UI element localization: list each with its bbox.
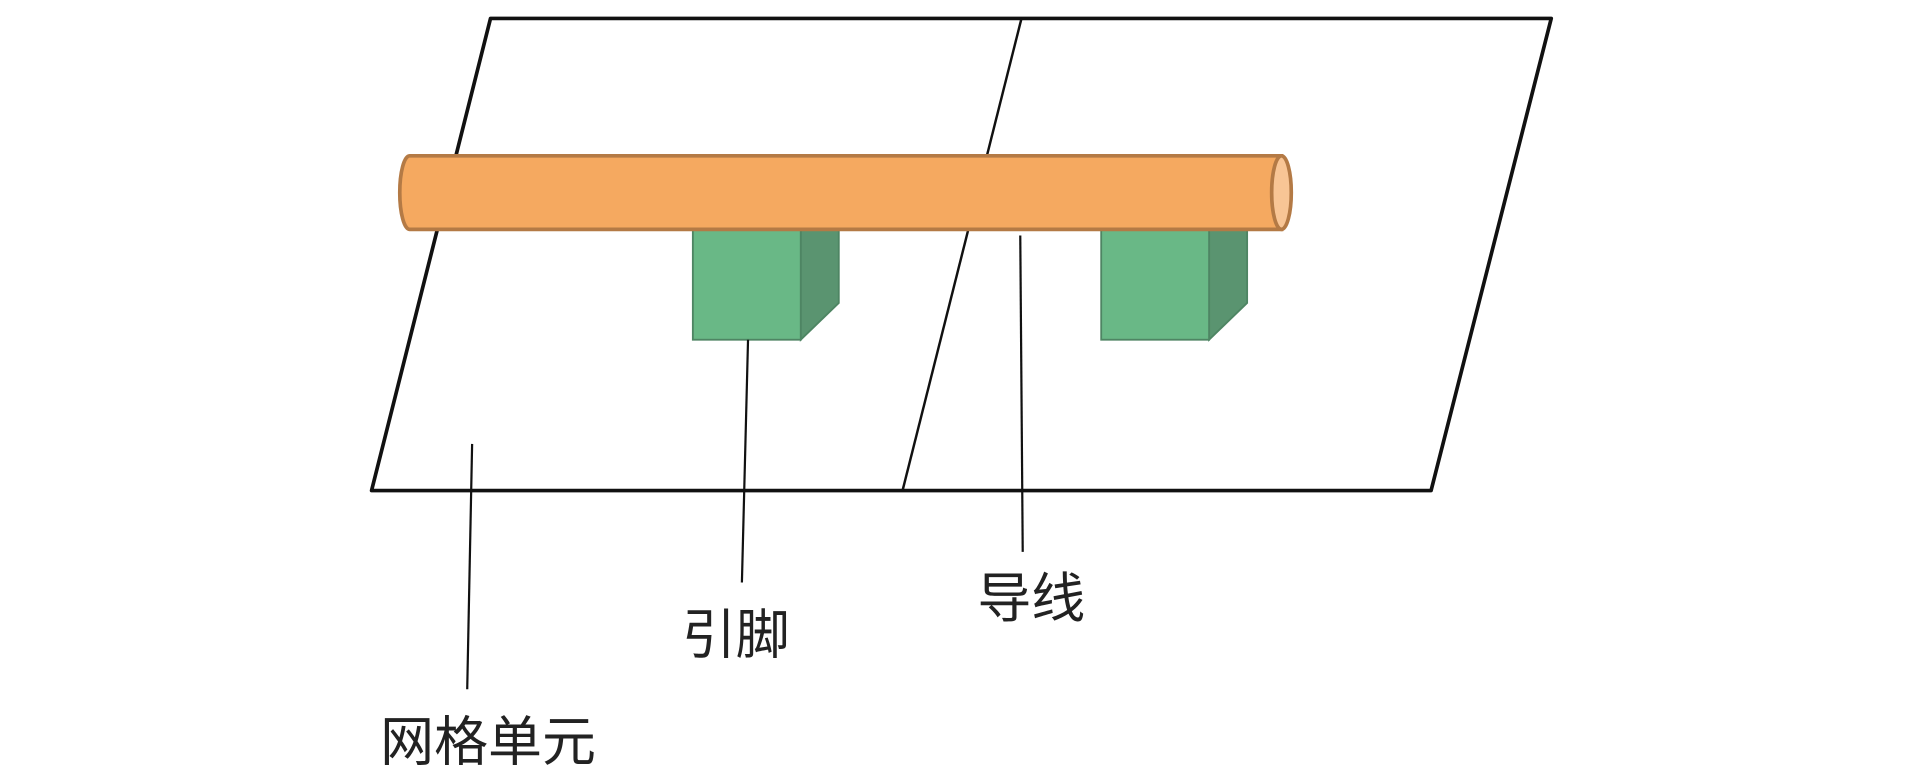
- wire-end-cap: [1269, 153, 1294, 232]
- left-pin: [691, 225, 840, 342]
- pin-leader-line: [740, 339, 750, 583]
- pin-label: 引脚: [682, 604, 790, 667]
- wire-body: [397, 153, 1284, 232]
- right-pin-front: [1100, 225, 1211, 341]
- grid-divider-line: [901, 18, 1023, 491]
- left-pin-front: [691, 225, 802, 341]
- grid-cell-label: 网格单元: [380, 710, 596, 773]
- wire-label: 导线: [977, 567, 1085, 630]
- right-pin: [1100, 225, 1249, 342]
- wire-cylinder: [397, 153, 1294, 232]
- wire-leader-line: [1019, 235, 1024, 552]
- grid-cell-leader-line: [466, 443, 474, 690]
